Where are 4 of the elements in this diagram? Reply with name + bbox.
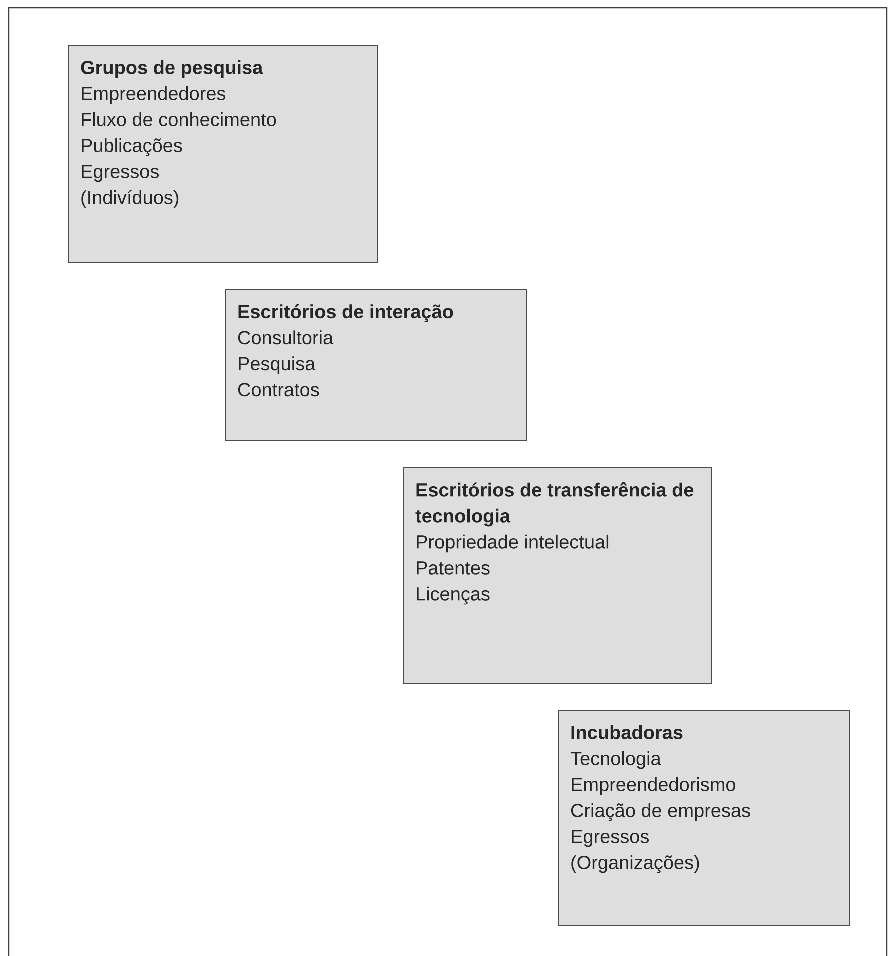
- text-box: Incubadoras Tecnologia Empreendedorismo Criação de empresas Egressos (Organizações): [558, 710, 850, 926]
- text-box: Escritórios de transferência de tecnologia Propriedade intelectual Patentes Licenças: [403, 467, 712, 684]
- text-box: Grupos de pesquisa Empreendedores Fluxo de conhecimento Publicações Egressos (Indivíduos): [68, 45, 378, 263]
- text-box: Escritórios de interação Consultoria Pesquisa Contratos: [225, 289, 527, 441]
